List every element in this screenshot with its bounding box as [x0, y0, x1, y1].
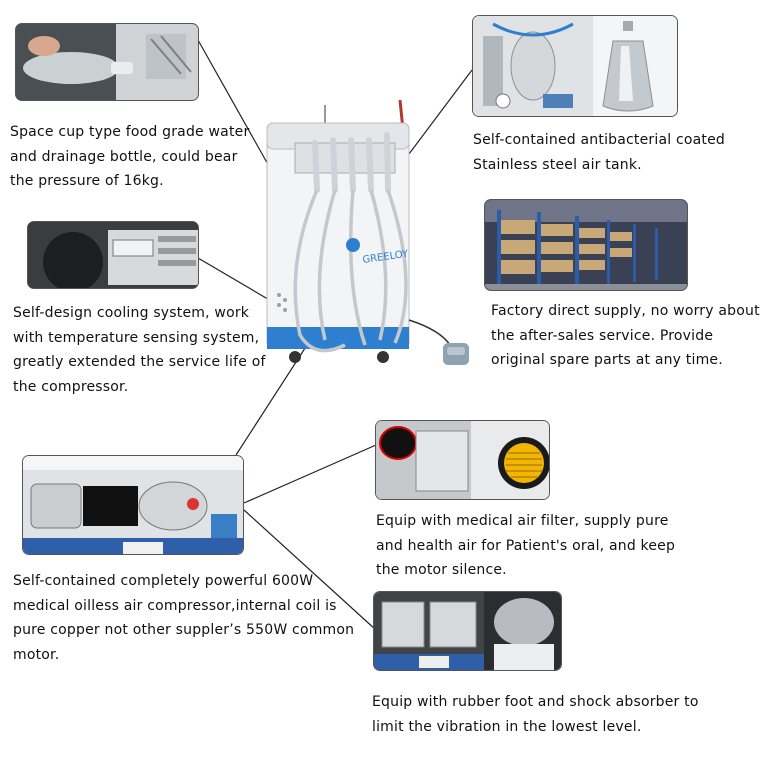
cooling-caption: Self-design cooling system, work with te…	[13, 305, 266, 395]
bottle-caption: Space cup type food grade water and drai…	[10, 124, 250, 189]
air-filter-photo	[375, 420, 550, 500]
factory-caption: Factory direct supply, no worry about th…	[491, 303, 760, 368]
water-bottle-photo	[15, 23, 199, 101]
shock-absorber-photo	[373, 591, 562, 671]
leader-line-rubber	[243, 509, 377, 631]
compressor-caption: Self-contained completely powerful 600W …	[13, 573, 355, 663]
factory-warehouse-photo	[484, 199, 688, 291]
leader-line-filter	[243, 444, 377, 504]
rubber-caption: Equip with rubber foot and shock absorbe…	[372, 694, 699, 735]
filter-caption: Equip with medical air filter, supply pu…	[376, 513, 676, 578]
tank-caption: Self-contained antibacterial coated Stai…	[473, 132, 726, 173]
cooling-system-photo	[27, 221, 199, 289]
dental-unit-illustration: GREELOY	[255, 95, 470, 370]
air-compressor-photo	[22, 455, 244, 555]
air-tank-photo	[472, 15, 678, 117]
leader-line-cooling	[197, 257, 279, 306]
leader-line-compressor	[235, 327, 319, 456]
